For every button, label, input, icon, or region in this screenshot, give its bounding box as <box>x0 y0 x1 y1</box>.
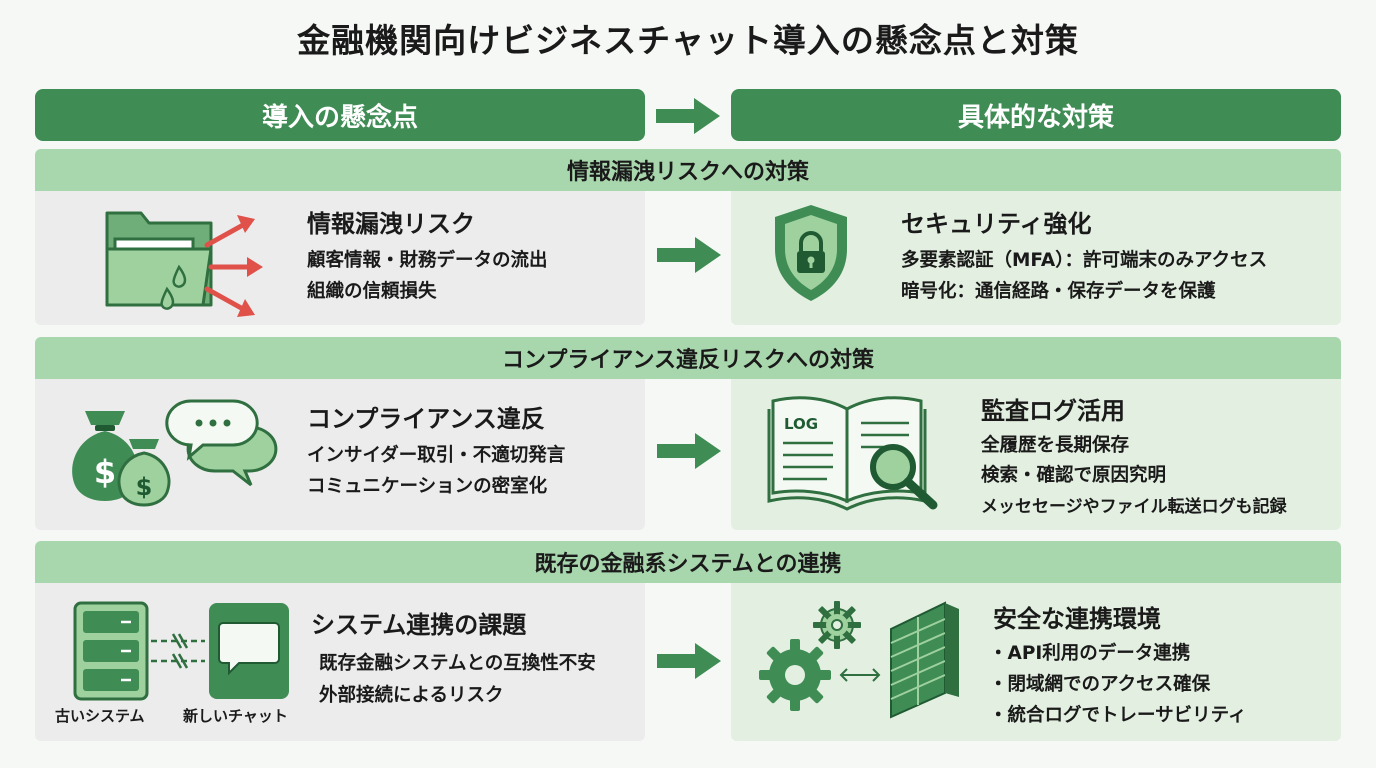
legacy-system-caption: 古いシステム <box>55 707 145 725</box>
money-chat-icon: $ $ <box>72 399 278 507</box>
section-header: 情報漏洩リスクへの対策 <box>35 149 1341 191</box>
measure-panel: 安全な連携環境 ・API利用のデータ連携 ・閉域網でのアクセス確保 ・統合ログで… <box>731 583 1341 741</box>
concern-line: 組織の信頼損失 <box>307 281 437 302</box>
measure-line: 多要素認証（MFA）：許可端末のみアクセス <box>901 250 1268 271</box>
section-arrow-icon <box>657 643 721 679</box>
section-compliance: コンプライアンス違反リスクへの対策 $ $ コンプライアンス違反 インサイダー取… <box>35 337 1341 530</box>
measure-column-header: 具体的な対策 <box>731 89 1341 141</box>
page-title: 金融機関向けビジネスチャット導入の懸念点と対策 <box>297 21 1079 60</box>
measure-panel: LOG 監査ログ活用 全履歴を長期保存 検索・確認で原因究明 メッセセージやファ… <box>731 379 1341 530</box>
concern-heading: 情報漏洩リスク <box>307 210 475 238</box>
measure-line: メッセセージやファイル転送ログも記録 <box>981 497 1287 517</box>
concern-panel: 古いシステム 新しいチャット システム連携の課題 既存金融システムとの互換性不安… <box>35 583 645 741</box>
concern-panel: $ $ コンプライアンス違反 インサイダー取引・不適切発言 コミュニケーションの… <box>35 379 645 530</box>
measure-heading: セキュリティ強化 <box>901 210 1092 238</box>
gear-firewall-icon <box>759 601 959 719</box>
concern-line: インサイダー取引・不適切発言 <box>307 445 566 466</box>
folder-leak-icon <box>105 211 263 317</box>
log-label-text: LOG <box>784 415 818 433</box>
concern-line: 顧客情報・財務データの流出 <box>307 250 548 271</box>
shield-lock-icon <box>775 205 847 301</box>
measure-line: ・API利用のデータ連携 <box>989 643 1191 664</box>
server-chat-icon <box>73 601 289 701</box>
measure-line: 検索・確認で原因究明 <box>981 465 1167 486</box>
svg-text:$: $ <box>94 453 116 491</box>
section-header: コンプライアンス違反リスクへの対策 <box>35 337 1341 379</box>
concern-heading: システム連携の課題 <box>311 611 527 639</box>
measure-line: 全履歴を長期保存 <box>981 435 1130 456</box>
section-arrow-icon <box>657 433 721 469</box>
measure-line: ・閉域網でのアクセス確保 <box>989 674 1211 695</box>
new-chat-caption: 新しいチャット <box>183 707 288 725</box>
concern-heading: コンプライアンス違反 <box>307 405 545 433</box>
concern-line: 既存金融システムとの互換性不安 <box>319 653 596 674</box>
section-info-leak: 情報漏洩リスクへの対策 情報漏洩リスク 顧客情報・財務データの流出 組織の信頼損… <box>35 149 1341 325</box>
measure-panel: セキュリティ強化 多要素認証（MFA）：許可端末のみアクセス 暗号化：通信経路・… <box>731 191 1341 325</box>
section-system-integration: 既存の金融系システムとの連携 古いシ <box>35 541 1341 741</box>
concern-line: コミュニケーションの密室化 <box>307 476 548 497</box>
concern-panel: 情報漏洩リスク 顧客情報・財務データの流出 組織の信頼損失 <box>35 191 645 325</box>
column-arrow-icon <box>656 98 720 134</box>
measure-line: 暗号化：通信経路・保存データを保護 <box>901 281 1216 302</box>
measure-heading: 安全な連携環境 <box>993 605 1161 633</box>
concern-column-header: 導入の懸念点 <box>35 89 645 141</box>
svg-text:$: $ <box>136 473 153 501</box>
measure-heading: 監査ログ活用 <box>981 397 1125 425</box>
log-book-search-icon: LOG <box>767 396 938 511</box>
concern-line: 外部接続によるリスク <box>319 685 504 706</box>
measure-line: ・統合ログでトレーサビリティ <box>989 705 1247 726</box>
section-header: 既存の金融系システムとの連携 <box>35 541 1341 583</box>
section-arrow-icon <box>657 237 721 273</box>
